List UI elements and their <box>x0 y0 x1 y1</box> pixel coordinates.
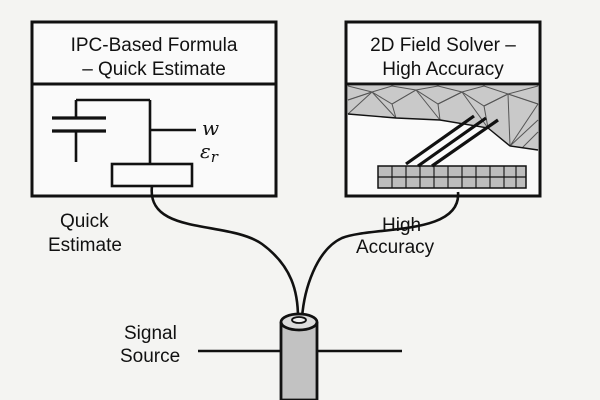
cylinder-probe-icon <box>198 312 402 400</box>
left-panel-title-line2: – Quick Estimate <box>82 59 226 80</box>
signal-label-line1: Signal <box>124 323 177 344</box>
left-panel-title-line1: IPC-Based Formula <box>70 35 238 56</box>
quick-label-line2: Estimate <box>48 235 122 256</box>
right-panel-title-line2: High Accuracy <box>382 59 504 80</box>
cable-quick <box>150 185 300 319</box>
capacitor-trace-icon <box>52 98 196 188</box>
symbol-w: w <box>202 116 220 140</box>
signal-label-line2: Source <box>120 346 181 367</box>
high-label-line2: Accuracy <box>356 237 435 258</box>
symbol-epsilon-r: εr <box>200 139 218 166</box>
cable-high <box>300 191 460 319</box>
cables <box>150 185 460 319</box>
high-label-line1: High <box>382 215 422 236</box>
field-mesh-icon <box>347 85 539 189</box>
right-panel-title-line1: 2D Field Solver – <box>370 35 516 56</box>
quick-label-line1: Quick <box>60 211 109 232</box>
